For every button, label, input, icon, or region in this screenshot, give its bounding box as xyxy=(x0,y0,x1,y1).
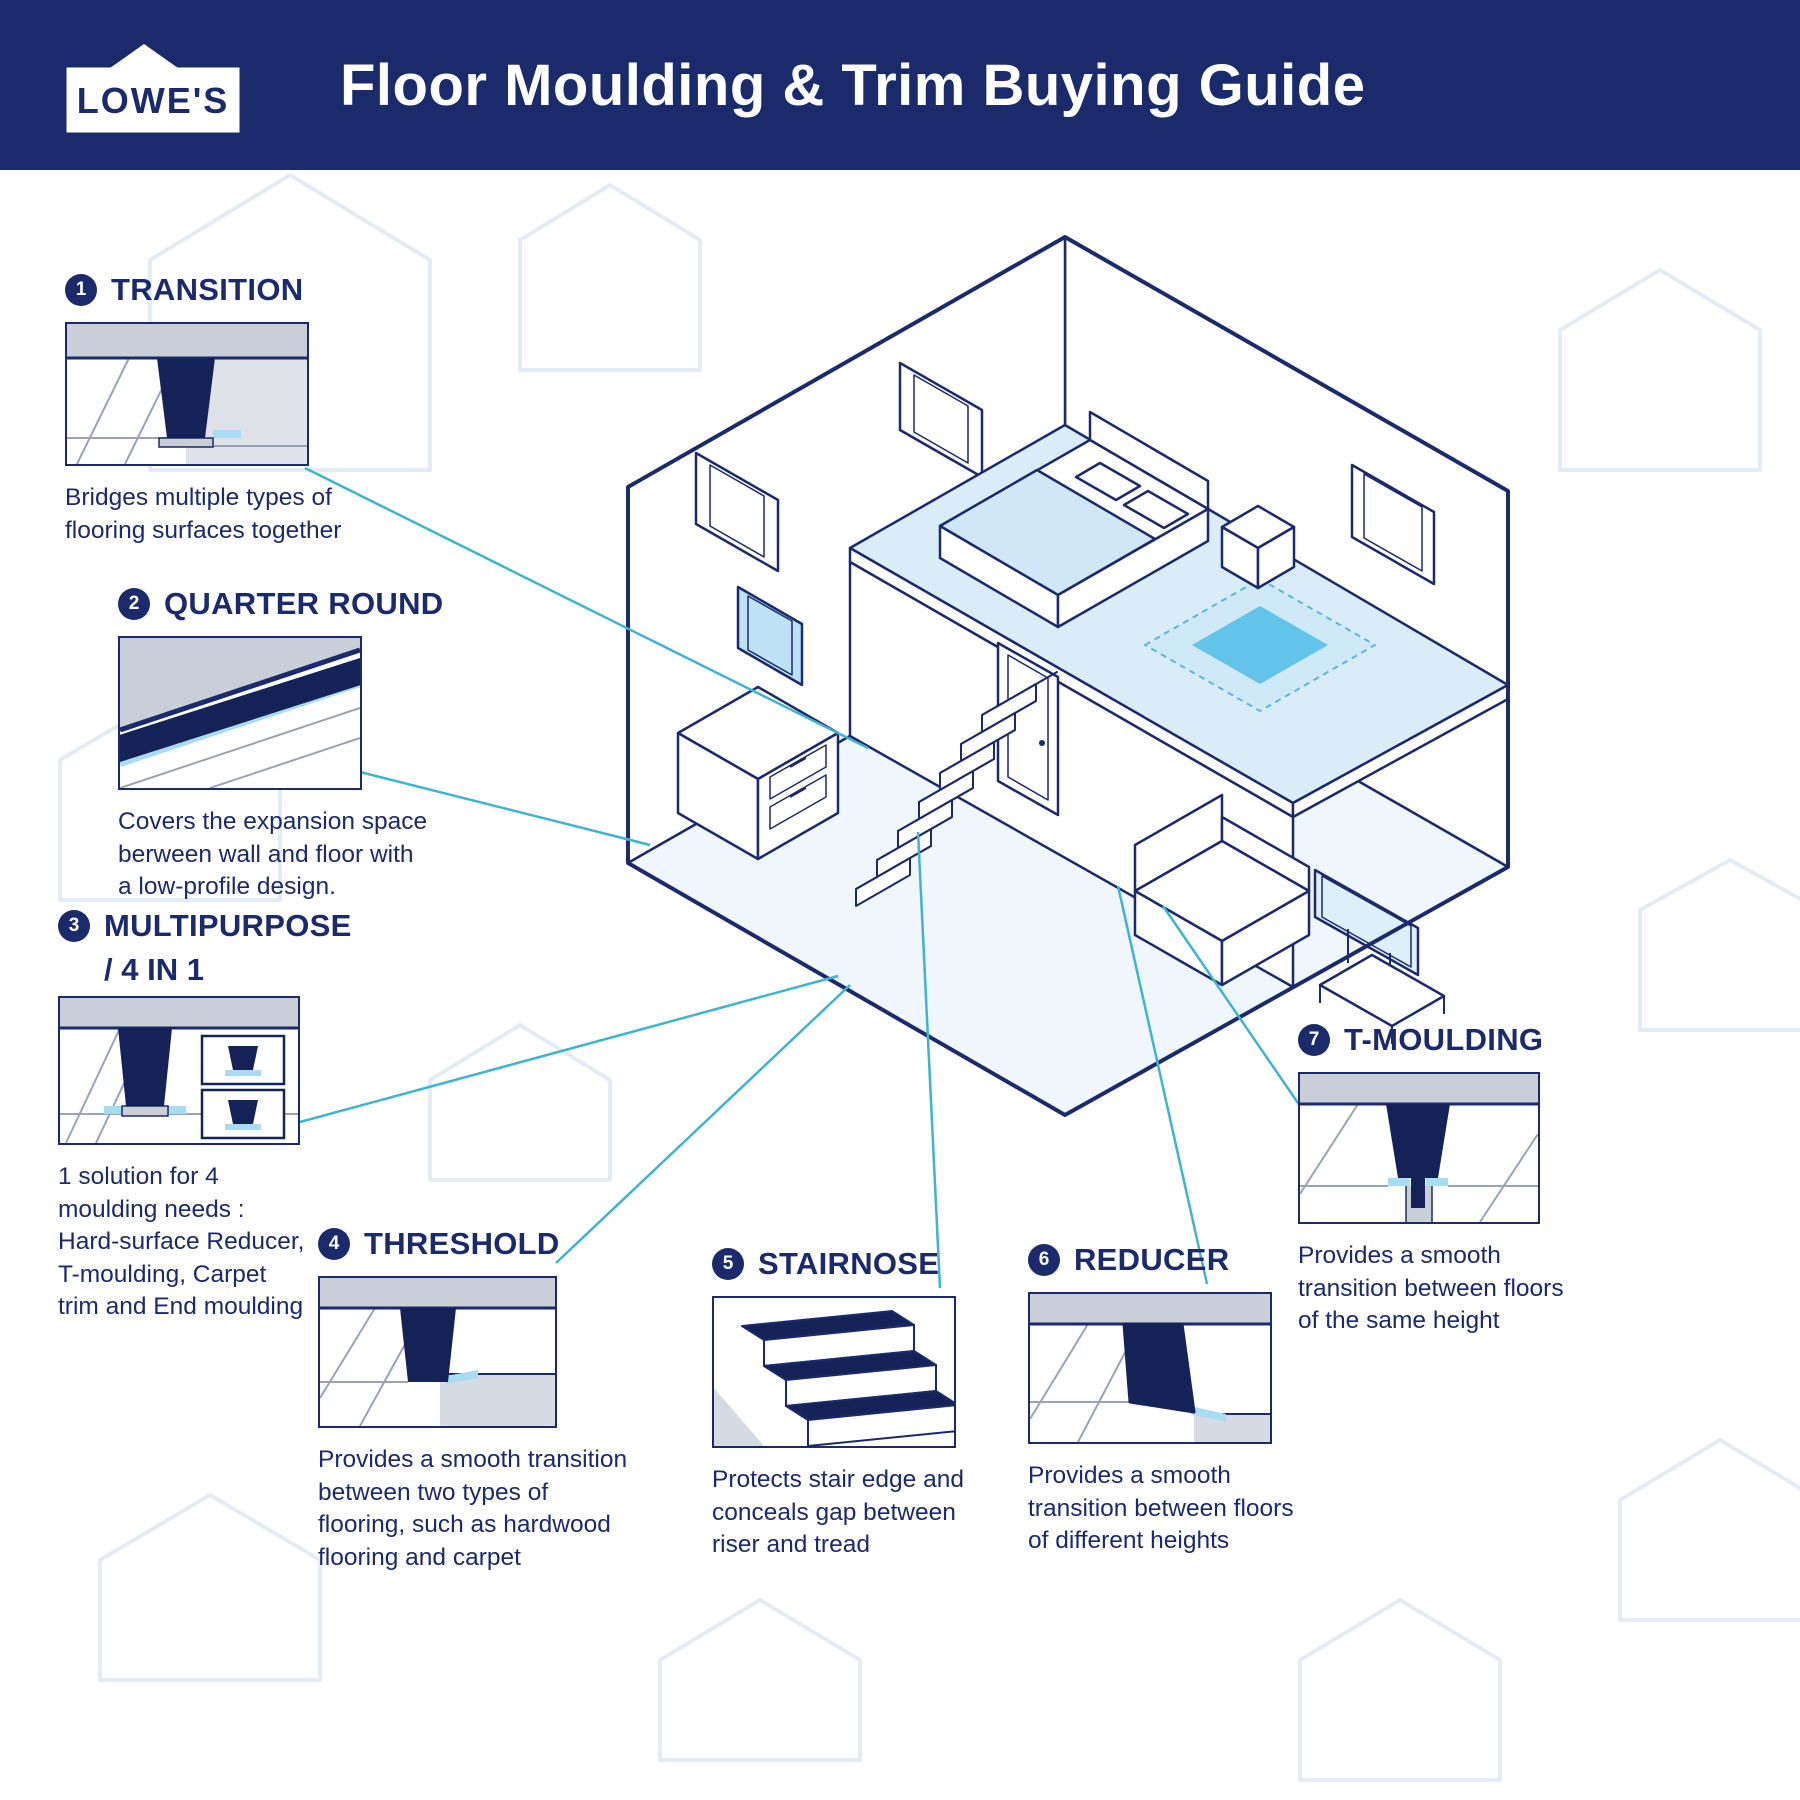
multipurpose-diagram xyxy=(58,996,300,1145)
callout-multipurpose: 3 MULTIPURPOSE / 4 IN 1 1 solutio xyxy=(58,908,352,1324)
page-title: Floor Moulding & Trim Buying Guide xyxy=(340,52,1366,118)
quarter-round-diagram xyxy=(118,636,362,790)
caption-reducer: Provides a smooth transition between flo… xyxy=(1028,1462,1294,1555)
callout-threshold: 4 THRESHOLD Provides a smooth transition… xyxy=(318,1226,636,1574)
callout-title-stairnose: STAIRNOSE xyxy=(758,1246,940,1281)
bed xyxy=(938,410,1210,629)
callout-t-moulding: 7 T-MOULDING Provides a smooth transitio… xyxy=(1298,1022,1586,1338)
tv-stand xyxy=(1318,953,1446,1044)
right-wall-picture xyxy=(1350,463,1436,586)
badge-5: 5 xyxy=(712,1248,744,1280)
callout-title-multipurpose: MULTIPURPOSE xyxy=(104,908,352,943)
callout-title-reducer: REDUCER xyxy=(1074,1242,1230,1277)
rug xyxy=(1144,578,1376,712)
badge-7: 7 xyxy=(1298,1024,1330,1056)
house-outline xyxy=(626,235,1510,1117)
callout-title-threshold: THRESHOLD xyxy=(364,1226,560,1261)
connector-threshold xyxy=(555,984,851,1264)
sofa xyxy=(1133,793,1311,987)
caption-quarter-round: Covers the expansion space berween wall … xyxy=(118,808,428,901)
caption-t-moulding: Provides a smooth transition between flo… xyxy=(1298,1242,1564,1335)
lowes-logo-house-shape xyxy=(61,38,245,138)
connector-t-moulding xyxy=(1161,905,1302,1107)
threshold-diagram xyxy=(318,1276,557,1428)
badge-1: 1 xyxy=(65,274,97,306)
stairs xyxy=(855,671,1058,907)
caption-multipurpose: 1 solution for 4 moulding needs : Hard-s… xyxy=(58,1163,305,1321)
callout-title2-multipurpose: / 4 IN 1 xyxy=(104,952,204,987)
transition-diagram xyxy=(65,322,309,466)
stairnose-diagram xyxy=(712,1296,956,1448)
callout-transition: 1 TRANSITION Bridges multiple types of f… xyxy=(65,272,347,547)
badge-4: 4 xyxy=(318,1228,350,1260)
callout-title-quarter-round: QUARTER ROUND xyxy=(164,586,444,621)
wall-art-frame xyxy=(736,585,804,687)
caption-transition: Bridges multiple types of flooring surfa… xyxy=(65,484,342,544)
t-moulding-diagram xyxy=(1298,1072,1540,1224)
lowes-logo-text: LOWE'S xyxy=(77,80,230,121)
caption-threshold: Provides a smooth transition between two… xyxy=(318,1446,628,1571)
badge-2: 2 xyxy=(118,588,150,620)
connector-multipurpose xyxy=(299,974,839,1124)
callout-title-t-moulding: T-MOULDING xyxy=(1344,1022,1544,1057)
badge-3: 3 xyxy=(58,910,90,942)
callout-stairnose: 5 STAIRNOSE Protects stair edge and conc… xyxy=(712,1246,980,1562)
connector-stairnose xyxy=(916,831,942,1289)
callout-quarter-round: 2 QUARTER ROUND Covers the expansion spa… xyxy=(118,586,443,904)
badge-6: 6 xyxy=(1028,1244,1060,1276)
connector-reducer xyxy=(1116,885,1209,1285)
callout-title-transition: TRANSITION xyxy=(111,272,304,307)
nightstand-cube xyxy=(1220,504,1296,590)
window-lower xyxy=(694,451,780,573)
connector-quarter-round xyxy=(359,770,651,847)
callout-reducer: 6 REDUCER Provides a smooth transition b… xyxy=(1028,1242,1316,1558)
caption-stairnose: Protects stair edge and conceals gap bet… xyxy=(712,1466,964,1559)
reducer-diagram xyxy=(1028,1292,1272,1444)
header: LOWE'S Floor Moulding & Trim Buying Guid… xyxy=(0,0,1800,170)
lowes-logo: LOWE'S xyxy=(61,38,245,138)
dresser xyxy=(676,685,840,861)
connector-transition xyxy=(304,466,869,750)
